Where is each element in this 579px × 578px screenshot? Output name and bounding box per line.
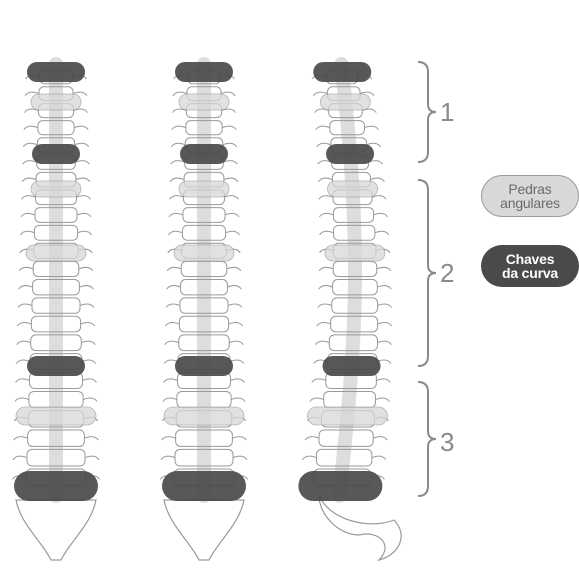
angular-stone-band bbox=[26, 245, 86, 261]
bracket-group-3 bbox=[418, 382, 436, 496]
angular-stone-band bbox=[16, 407, 96, 425]
angular-stone-band bbox=[328, 181, 378, 197]
legend-curve-line2: da curva bbox=[502, 266, 558, 280]
curve-key-band bbox=[14, 471, 98, 501]
curve-key-band bbox=[32, 144, 80, 164]
angular-stone-band bbox=[31, 181, 81, 197]
curve-key-band bbox=[175, 62, 233, 82]
sacrum bbox=[164, 500, 244, 560]
curve-key-band bbox=[323, 356, 381, 376]
curve-key-band bbox=[27, 356, 85, 376]
angular-stone-band bbox=[174, 245, 234, 261]
curve-key-band bbox=[298, 471, 382, 501]
angular-stone-band bbox=[307, 407, 387, 425]
curve-key-band bbox=[175, 356, 233, 376]
curve-key-band bbox=[326, 144, 374, 164]
legend-angular-line1: Pedras bbox=[508, 182, 551, 196]
curve-key-band bbox=[313, 62, 371, 82]
angular-stone-band bbox=[31, 94, 81, 110]
angular-stone-band bbox=[179, 94, 229, 110]
legend-angular-line2: angulares bbox=[500, 196, 560, 210]
group-label-3: 3 bbox=[440, 427, 454, 458]
bracket-group-1 bbox=[418, 62, 436, 162]
group-label-2: 2 bbox=[440, 258, 454, 289]
angular-stone-band bbox=[320, 94, 370, 110]
curve-key-band bbox=[162, 471, 246, 501]
legend-angular-stones: Pedras angulares bbox=[481, 175, 579, 217]
angular-stone-band bbox=[325, 245, 385, 261]
curve-key-band bbox=[27, 62, 85, 82]
angular-stone-band bbox=[164, 407, 244, 425]
angular-stone-band bbox=[179, 181, 229, 197]
sacrum bbox=[16, 500, 96, 560]
legend-curve-keys: Chaves da curva bbox=[481, 245, 579, 287]
sacrum bbox=[319, 495, 401, 560]
bracket-group-2 bbox=[418, 180, 436, 366]
group-label-1: 1 bbox=[440, 97, 454, 128]
legend-curve-line1: Chaves bbox=[506, 252, 555, 266]
brackets-group bbox=[418, 62, 436, 496]
curve-key-band bbox=[180, 144, 228, 164]
